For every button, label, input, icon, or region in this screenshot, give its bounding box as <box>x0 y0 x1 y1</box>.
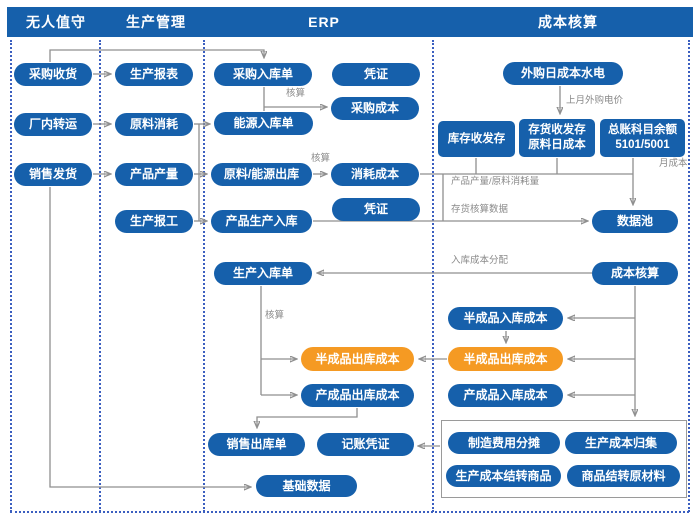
node-semi-finished-outbound-cost-erp: 半成品出库成本 <box>301 347 414 371</box>
node-production-reporting: 生产报工 <box>115 210 193 233</box>
label-accounting-3: 核算 <box>265 310 285 321</box>
lane-title-unattended: 无人值守 <box>26 14 86 30</box>
node-cost-accounting: 成本核算 <box>592 262 678 285</box>
connector-line <box>49 49 264 62</box>
node-product-production-inbound: 产品生产入库 <box>211 210 312 233</box>
node-product-output: 产品产量 <box>115 163 193 186</box>
node-stock-material-daily-cost: 存货收发存 原料日成本 <box>519 119 595 157</box>
lane-divider-vertical <box>203 40 205 512</box>
node-goods-to-raw-materials: 商品结转原材料 <box>567 465 680 487</box>
connector-line <box>49 187 250 487</box>
label-inbound-cost-allocation: 入库成本分配 <box>451 255 509 266</box>
node-purchase-receiving: 采购收货 <box>14 63 92 86</box>
node-gl-account-balance: 总账科目余额 5101/5001 <box>600 119 685 157</box>
node-semi-finished-inbound-cost: 半成品入库成本 <box>448 307 563 330</box>
node-data-pool: 数据池 <box>592 210 678 233</box>
node-overhead-allocation: 制造费用分摊 <box>448 432 560 454</box>
node-sales-shipping: 销售发货 <box>14 163 92 186</box>
lane-header-bar: 无人值守 生产管理 ERP 成本核算 <box>7 7 693 37</box>
node-consumption-cost: 消耗成本 <box>331 163 419 186</box>
lane-divider-vertical <box>99 40 101 512</box>
node-production-cost-collection: 生产成本归集 <box>565 432 677 454</box>
connector-line <box>257 408 358 427</box>
node-inventory-in-out-balance: 库存收发存 <box>438 121 515 157</box>
node-outsourced-daily-cost-utilities: 外购日成本水电 <box>503 62 623 85</box>
node-factory-transfer: 厂内转运 <box>14 113 92 136</box>
node-finished-goods-outbound-cost: 产成品出库成本 <box>301 384 414 407</box>
node-sales-outbound-order: 销售出库单 <box>208 433 305 456</box>
label-inventory-accounting-data: 存货核算数据 <box>451 204 509 215</box>
node-material-energy-outbound: 原料/能源出库 <box>211 163 312 186</box>
node-energy-inbound-order: 能源入库单 <box>214 112 313 135</box>
lane-divider-vertical <box>432 40 434 512</box>
lane-divider-vertical <box>688 40 690 512</box>
lane-title-erp: ERP <box>308 14 340 30</box>
lane-divider-vertical <box>10 40 12 512</box>
lane-title-cost-accounting: 成本核算 <box>538 14 598 30</box>
node-production-report: 生产报表 <box>115 63 193 86</box>
lane-divider-bottom <box>10 511 689 513</box>
node-semi-finished-outbound-cost: 半成品出库成本 <box>448 347 563 371</box>
node-finished-goods-inbound-cost: 产成品入库成本 <box>448 384 563 407</box>
node-voucher-middle: 凭证 <box>332 198 420 221</box>
label-accounting-1: 核算 <box>286 88 306 99</box>
label-output-material-consumption: 产品产量/原料消耗量 <box>451 176 540 187</box>
node-production-inbound-order: 生产入库单 <box>214 262 312 285</box>
node-material-consumption: 原料消耗 <box>115 113 193 136</box>
node-purchase-cost: 采购成本 <box>331 97 419 120</box>
node-purchase-inbound-order: 采购入库单 <box>214 63 312 86</box>
node-production-cost-to-goods: 生产成本结转商品 <box>446 465 561 487</box>
label-last-month-power-price: 上月外购电价 <box>566 95 624 106</box>
lane-title-production-management: 生产管理 <box>126 14 186 30</box>
node-voucher-top: 凭证 <box>332 63 420 86</box>
node-bookkeeping-voucher: 记账凭证 <box>317 433 414 456</box>
node-base-data: 基础数据 <box>256 475 357 497</box>
label-accounting-2: 核算 <box>311 153 331 164</box>
label-monthly-cost: 月成本 <box>659 158 688 169</box>
